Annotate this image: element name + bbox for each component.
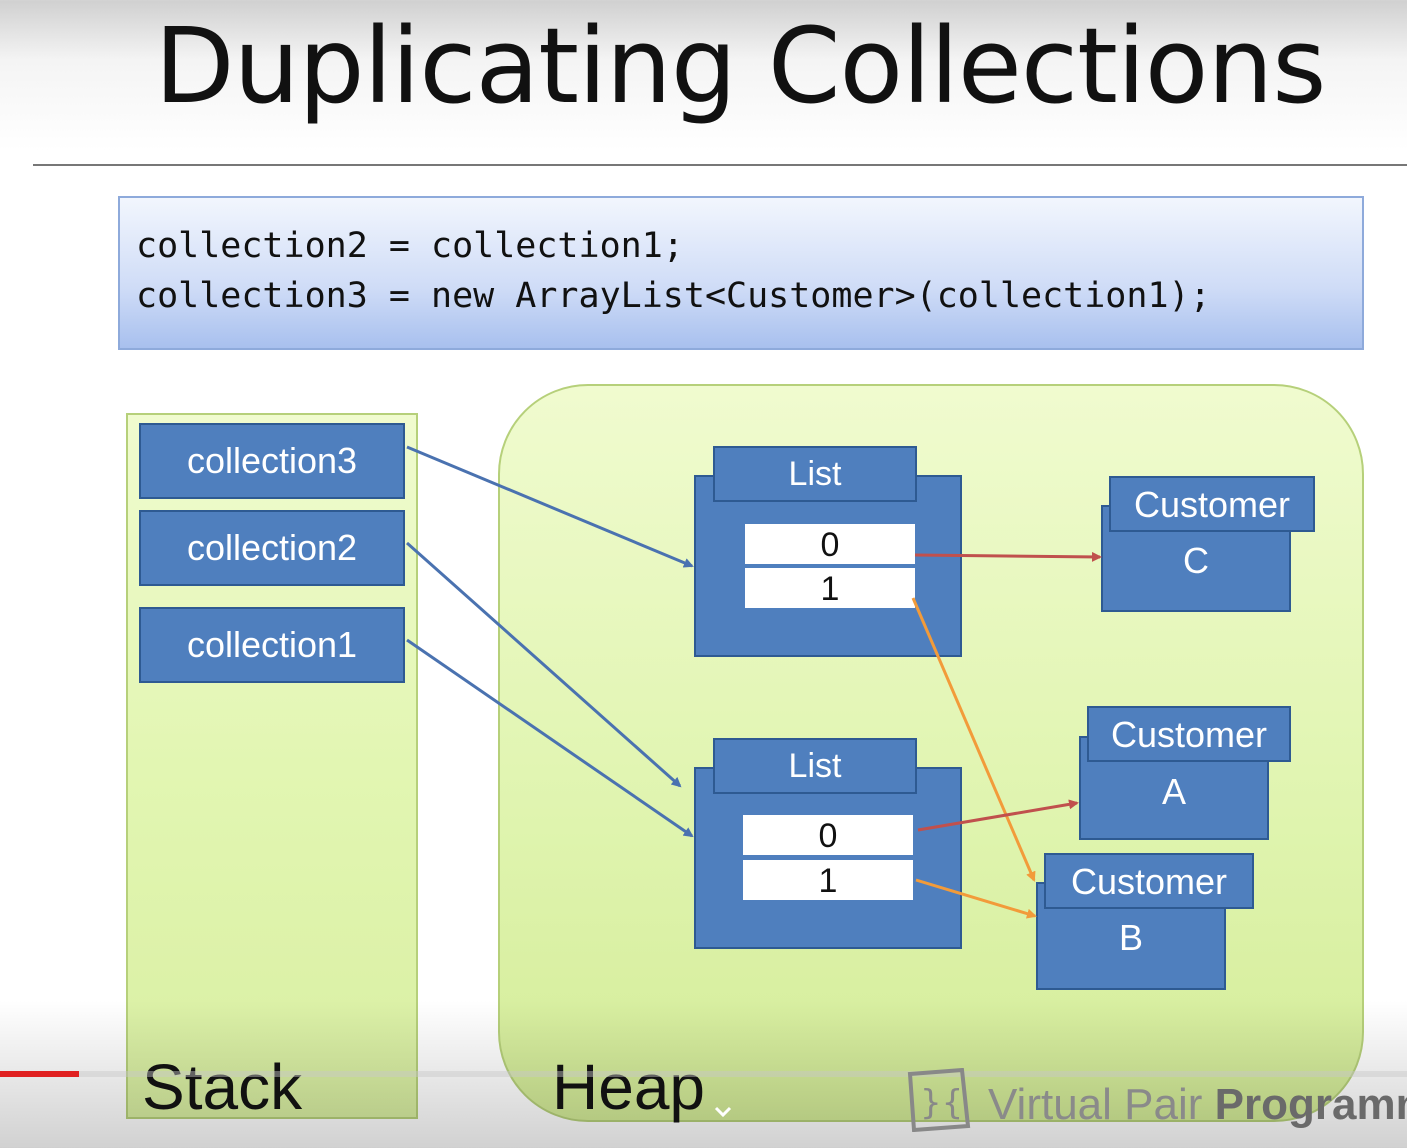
arrow-collection1-to-list-bottom [406, 638, 694, 838]
stack-label: Stack [142, 1051, 303, 1123]
stack-var-collection3: collection3 [139, 423, 405, 499]
heap-label: Heap [552, 1051, 705, 1123]
arrow-collection2-to-list-bottom [406, 541, 682, 788]
brackets-logo-icon: }{ [907, 1068, 971, 1132]
arrow-top-1-to-customer-b [911, 597, 1036, 882]
list-bottom-cell-0: 0 [743, 815, 913, 855]
video-progress-bar[interactable] [0, 1071, 1407, 1077]
slide-title: Duplicating Collections [154, 5, 1327, 127]
watermark-light: Virtual Pair [988, 1080, 1215, 1129]
arrow-collection3-to-list-top [406, 445, 694, 568]
watermark-text: Virtual Pair Programm [988, 1080, 1407, 1130]
arrow-bottom-0-to-customer-a [917, 799, 1079, 832]
stack-var-collection1: collection1 [139, 607, 405, 683]
svg-text:}{: }{ [920, 1083, 963, 1123]
list-top-cell-1: 1 [745, 568, 915, 608]
stack-var-collection2: collection2 [139, 510, 405, 586]
title-divider [33, 164, 1407, 166]
video-progress-played[interactable] [0, 1071, 79, 1077]
code-line-2: collection3 = new ArrayList<Customer>(co… [136, 276, 1211, 316]
arrow-bottom-1-to-customer-b [915, 878, 1037, 919]
list-bottom-cell-1: 1 [743, 860, 913, 900]
watermark-bold: Programm [1214, 1080, 1407, 1129]
list-object-bottom [694, 767, 962, 949]
code-block: collection2 = collection1; collection3 =… [118, 196, 1364, 350]
arrow-top-0-to-customer-c [914, 551, 1102, 562]
list-header-top: List [713, 446, 917, 502]
customer-b-header: Customer [1044, 853, 1254, 909]
list-top-cell-0: 0 [745, 524, 915, 564]
customer-a-header: Customer [1087, 706, 1291, 762]
list-object-top [694, 475, 962, 657]
customer-c-header: Customer [1109, 476, 1315, 532]
code-line-1: collection2 = collection1; [136, 226, 684, 266]
chevron-down-icon[interactable] [712, 1100, 734, 1122]
list-header-bottom: List [713, 738, 917, 794]
